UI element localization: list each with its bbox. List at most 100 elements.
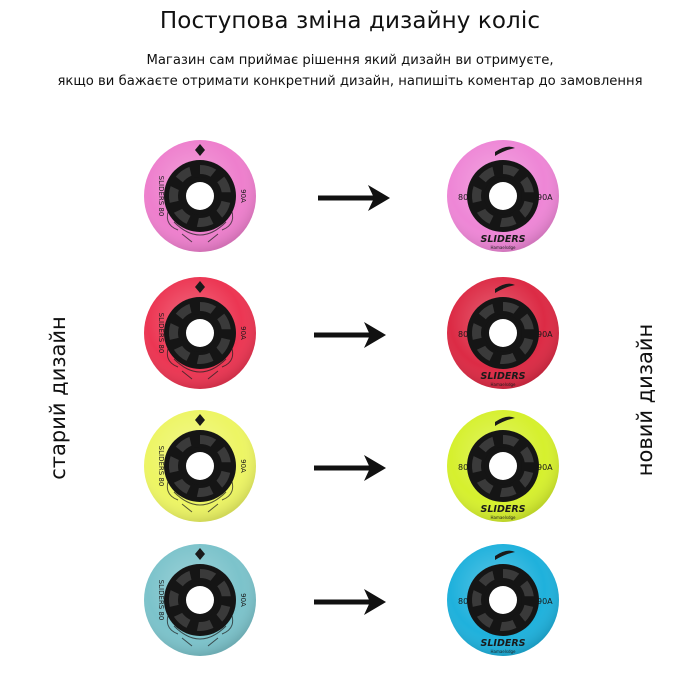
hub-spoke-window bbox=[519, 200, 534, 218]
wheel-small-text: Hamaelsdge bbox=[490, 382, 516, 387]
page-title: Поступова зміна дизайну коліс bbox=[159, 8, 541, 34]
hub-spoke-window bbox=[519, 604, 534, 622]
hub-spoke-window bbox=[217, 176, 231, 193]
hub-spoke-window bbox=[476, 345, 494, 361]
hub-spoke-window bbox=[216, 470, 231, 488]
wheel-brand-text: SLIDERS bbox=[481, 371, 526, 382]
axle-hole bbox=[186, 319, 214, 347]
brand-logo-icon bbox=[195, 548, 205, 560]
brand-swoosh-icon bbox=[495, 146, 515, 156]
subtitle-line-2: якщо ви бажаєте отримати конкретний диза… bbox=[57, 74, 643, 89]
axle-hole bbox=[186, 452, 214, 480]
hub-spoke-window bbox=[175, 436, 192, 453]
hub-spoke-window bbox=[216, 337, 231, 355]
hub-spoke-window bbox=[472, 323, 482, 340]
hub-spoke-window bbox=[472, 590, 482, 607]
brand-swoosh-icon bbox=[495, 283, 515, 293]
arrow-right-icon bbox=[314, 589, 386, 615]
hub-spoke-window bbox=[200, 302, 217, 314]
hub-spoke-window bbox=[169, 590, 179, 607]
hub-spoke-window bbox=[200, 165, 217, 177]
hub-spoke-window bbox=[472, 456, 482, 473]
hub-spoke-window bbox=[520, 446, 534, 463]
hub-spoke-window bbox=[478, 166, 495, 183]
skull-graphic bbox=[166, 609, 234, 647]
hub-spoke-window bbox=[476, 478, 494, 494]
hub-spoke-window bbox=[169, 186, 179, 203]
wheel-size-text: 80 bbox=[458, 330, 468, 339]
hub-spoke-window bbox=[503, 569, 520, 581]
hub-spoke-window bbox=[216, 604, 231, 622]
wheel-hub bbox=[164, 430, 236, 502]
hub-spoke-window bbox=[217, 580, 231, 597]
wheel-hub bbox=[164, 564, 236, 636]
hub-spoke-window bbox=[175, 166, 192, 183]
hub-spoke-window bbox=[478, 436, 495, 453]
wheel-size-text: 80 bbox=[458, 597, 468, 606]
axle-hole bbox=[489, 452, 517, 480]
arrow-right-icon bbox=[318, 185, 390, 211]
hub-spoke-window bbox=[499, 352, 517, 364]
hub-spoke-window bbox=[200, 569, 217, 581]
brand-logo-icon bbox=[195, 281, 205, 293]
wheel-small-text: Hamaelsdge bbox=[490, 245, 516, 250]
old-wheel-side-text: SLIDERS 80 bbox=[157, 580, 165, 621]
brand-logo-icon bbox=[195, 414, 205, 426]
wheel-hub bbox=[467, 297, 539, 369]
axle-hole bbox=[489, 586, 517, 614]
wheel-hardness-text: 90A bbox=[537, 597, 553, 606]
subtitle-line-1: Магазин сам приймає рішення який дизайн … bbox=[146, 53, 554, 68]
old-wheel-side-text: SLIDERS 80 bbox=[157, 446, 165, 487]
hub-spoke-window bbox=[520, 313, 534, 330]
wheel-hub bbox=[164, 160, 236, 232]
hub-spoke-window bbox=[196, 215, 214, 227]
hub-spoke-window bbox=[169, 456, 179, 473]
hub-spoke-window bbox=[499, 485, 517, 497]
wheel-brand-text: SLIDERS bbox=[481, 234, 526, 245]
wheel-hub bbox=[467, 160, 539, 232]
hub-spoke-window bbox=[173, 345, 191, 361]
hub-spoke-window bbox=[196, 352, 214, 364]
hub-spoke-window bbox=[175, 570, 192, 587]
wheel-hardness-text: 90A bbox=[537, 463, 553, 472]
axle-hole bbox=[186, 586, 214, 614]
wheel-hub bbox=[467, 564, 539, 636]
skull-graphic bbox=[166, 342, 234, 380]
hub-spoke-window bbox=[520, 580, 534, 597]
wheel-hardness-text: 90A bbox=[537, 193, 553, 202]
hub-spoke-window bbox=[519, 470, 534, 488]
hub-spoke-window bbox=[173, 208, 191, 224]
hub-spoke-window bbox=[478, 303, 495, 320]
hub-spoke-window bbox=[476, 612, 494, 628]
wheel-size-text: 80 bbox=[458, 463, 468, 472]
hub-spoke-window bbox=[503, 435, 520, 447]
old-wheel-hardness-text: 90A bbox=[239, 459, 247, 473]
axle-hole bbox=[489, 182, 517, 210]
wheel-brand-text: SLIDERS bbox=[481, 504, 526, 515]
hub-spoke-window bbox=[196, 619, 214, 631]
hub-spoke-window bbox=[478, 570, 495, 587]
old-wheel-side-text: SLIDERS 80 bbox=[157, 313, 165, 354]
hub-spoke-window bbox=[499, 619, 517, 631]
hub-spoke-window bbox=[520, 176, 534, 193]
hub-spoke-window bbox=[175, 303, 192, 320]
axle-hole bbox=[186, 182, 214, 210]
hub-spoke-window bbox=[472, 186, 482, 203]
arrow-right-icon bbox=[314, 322, 386, 348]
wheel-small-text: Hamaelsdge bbox=[490, 649, 516, 654]
hub-spoke-window bbox=[196, 485, 214, 497]
axle-hole bbox=[489, 319, 517, 347]
hub-spoke-window bbox=[217, 313, 231, 330]
wheel-size-text: 80 bbox=[458, 193, 468, 202]
wheel-small-text: Hamaelsdge bbox=[490, 515, 516, 520]
brand-swoosh-icon bbox=[495, 550, 515, 560]
old-wheel-icon: SLIDERS 80 90A bbox=[144, 410, 256, 522]
hub-spoke-window bbox=[217, 446, 231, 463]
hub-spoke-window bbox=[503, 302, 520, 314]
